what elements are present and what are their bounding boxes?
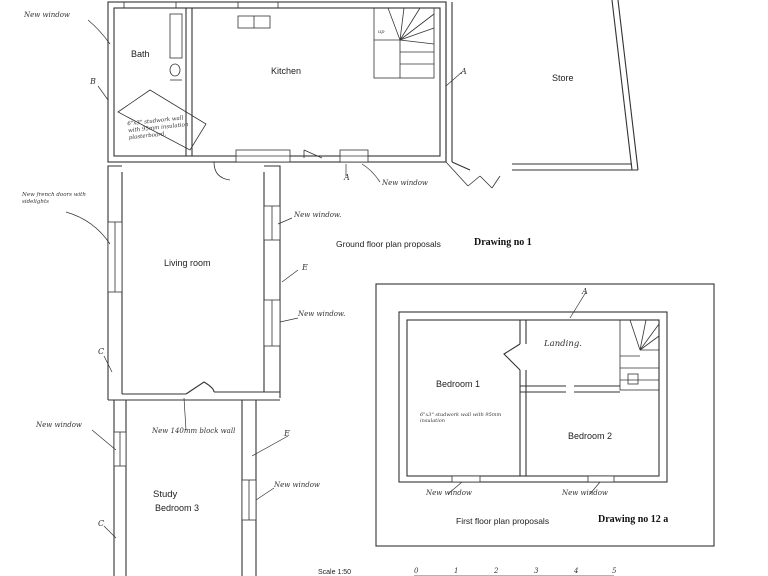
room-label-landing: Landing. [544, 339, 582, 349]
kitchen-bottom-openings [213, 149, 501, 189]
scale-tick-5: 5 [612, 567, 617, 575]
leader-lines [65, 19, 601, 539]
bath-fixtures [117, 13, 207, 151]
scale-tick-2: 2 [494, 567, 499, 575]
room-label-bedroom3: Bedroom 3 [155, 503, 200, 513]
first-floor-frame [375, 283, 715, 547]
room-label-study: Study [153, 489, 178, 500]
section-mark-a-store: A [461, 67, 467, 76]
scale-tick-1: 1 [454, 567, 459, 575]
note-new-window-study-left: New window [36, 421, 82, 429]
section-mark-c-study: C [98, 519, 105, 528]
note-new-window-living-1: New window. [294, 211, 342, 219]
first-floor-drawing-number: Drawing no 12 a [598, 514, 669, 525]
ground-stair [373, 7, 435, 79]
note-new-window-study-right: New window [274, 481, 320, 489]
note-new-window-ff-left: New window [426, 489, 472, 497]
room-label-living-room: Living room [164, 258, 211, 268]
section-mark-a-first-floor: A [582, 287, 588, 296]
section-mark-a-kitchen: A [344, 173, 350, 182]
ground-floor-caption: Ground floor plan proposals [336, 239, 441, 249]
room-label-kitchen: Kitchen [271, 66, 302, 76]
ground-stair-up-label: up [378, 29, 385, 35]
room-label-bedroom1: Bedroom 1 [436, 379, 481, 389]
section-mark-e-study: E [284, 429, 290, 438]
note-first-floor-stud-wall: 6"x3" studwork wall with 95mm insulation [420, 412, 502, 425]
section-mark-b: B [90, 77, 96, 86]
scale-tick-0: 0 [414, 567, 419, 575]
note-new-window-ff-right: New window [562, 489, 608, 497]
section-mark-c-living: C [98, 347, 105, 356]
note-new-window-living-2: New window. [298, 310, 346, 318]
first-floor-caption: First floor plan proposals [456, 516, 550, 526]
scale-tick-4: 4 [574, 567, 579, 575]
note-french-doors: New french doors with sidelights [22, 192, 86, 205]
study-walls [113, 400, 257, 576]
note-block-wall: New 140mm block wall [152, 427, 236, 435]
room-label-bath: Bath [131, 49, 150, 59]
room-label-bedroom2: Bedroom 2 [568, 431, 613, 441]
scale-label: Scale 1:50 [318, 569, 352, 576]
scale-tick-3: 3 [534, 567, 539, 575]
section-mark-e-living: E [302, 263, 308, 272]
note-new-window-top: New window [24, 11, 70, 19]
living-room-walls [107, 165, 281, 401]
room-label-store: Store [552, 73, 574, 83]
store-walls [445, 0, 639, 171]
note-new-window-store: New window [382, 179, 428, 187]
first-floor-walls [398, 311, 668, 483]
ground-floor-drawing-number: Drawing no 1 [474, 237, 532, 248]
